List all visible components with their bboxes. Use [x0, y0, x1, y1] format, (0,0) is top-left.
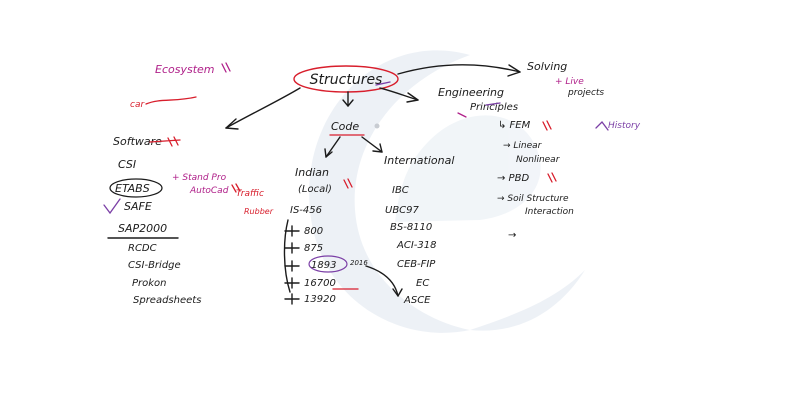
software-heading: Software — [113, 135, 162, 148]
principles-subtitle: Principles — [470, 102, 518, 113]
principles-title: Engineering — [438, 86, 504, 99]
indian-code-item: 16700 — [304, 278, 336, 289]
solving-branch: Solving + Live projects — [527, 60, 604, 98]
code-branch: Code Indian (Local) IS-456 800 875 1893 … — [283, 120, 454, 306]
principles-item: → PBD — [497, 173, 529, 184]
international-code-item: BS-8110 — [390, 222, 432, 233]
software-branch: Software CSI ETABS SAFE SAP2000 RCDC CSI… — [103, 135, 241, 306]
indian-code-item: IS-456 — [290, 205, 322, 216]
autocad-note: AutoCad — [189, 186, 229, 196]
indian-code-item: 800 — [304, 226, 323, 237]
code-label: Code — [331, 120, 359, 133]
live-projects-note: projects — [567, 88, 604, 98]
arrow-to-solving — [397, 64, 521, 75]
live-note: + Live — [555, 77, 584, 87]
software-item: CSI — [118, 158, 136, 171]
arrow-to-indian — [325, 136, 341, 158]
principles-item: Nonlinear — [516, 155, 561, 165]
principles-fem: ↳ FEM — [498, 120, 531, 131]
principles-item: → Soil Structure — [497, 194, 569, 204]
international-code-item: ACI-318 — [396, 240, 436, 251]
indian-code-item: 1893 — [311, 260, 336, 271]
arrow-to-software — [225, 87, 301, 129]
international-title: International — [384, 154, 454, 167]
stand-pro-note: + Stand Pro — [172, 173, 227, 183]
software-item: ETABS — [115, 182, 150, 195]
software-item: RCDC — [128, 243, 157, 254]
software-item: Spreadsheets — [133, 295, 201, 306]
arrow-to-principles — [379, 87, 419, 101]
software-item: SAFE — [124, 200, 152, 213]
international-code-item: EC — [416, 278, 429, 289]
indian-subtitle: (Local) — [298, 184, 332, 195]
international-code-item: UBC97 — [385, 205, 420, 216]
principles-item: Interaction — [525, 207, 574, 217]
principles-item: → — [508, 230, 516, 241]
indian-code-item: 13920 — [304, 294, 336, 305]
indian-year-note: 2016 — [350, 259, 368, 267]
principles-branch: Engineering Principles ↳ FEM → Linear No… — [438, 86, 574, 241]
principles-item: → Linear — [503, 141, 543, 151]
indian-code-item: 875 — [304, 243, 323, 254]
international-code-item: CEB-FIP — [397, 259, 436, 270]
indian-title: Indian — [295, 166, 329, 179]
traffic-note: Traffic — [236, 189, 264, 199]
software-item: CSI-Bridge — [128, 260, 181, 271]
center-label: Structures — [310, 72, 383, 88]
car-note: car — [130, 100, 145, 110]
international-code-item: IBC — [392, 185, 409, 196]
history-note: History — [608, 121, 641, 131]
international-code-item: ASCE — [403, 295, 431, 306]
watermark-logo — [309, 50, 585, 333]
rubber-note: Rubber — [244, 207, 274, 216]
center-node: Structures — [293, 65, 399, 93]
software-item: Prokon — [132, 278, 167, 289]
arrow-to-international — [361, 136, 383, 153]
history-check — [595, 121, 609, 131]
software-item: SAP2000 — [118, 222, 167, 235]
ecosystem-label: Ecosystem — [155, 63, 215, 76]
solving-label: Solving — [527, 60, 567, 73]
